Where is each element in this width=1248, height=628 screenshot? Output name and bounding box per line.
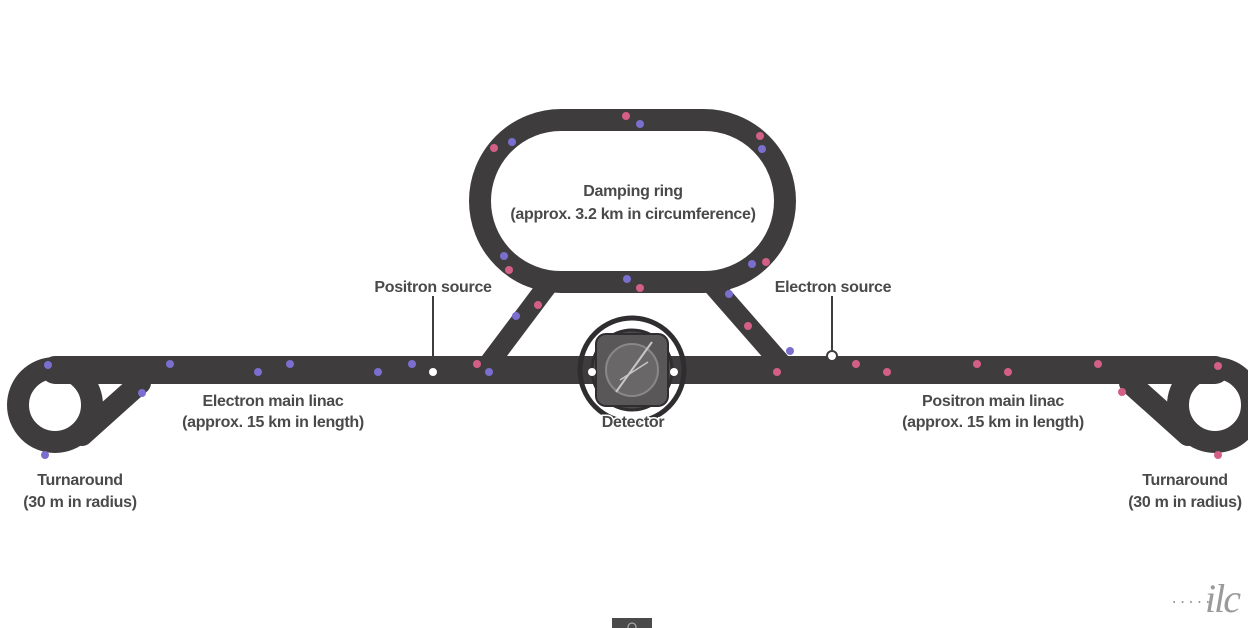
ilc-logo-icon: ..... ilc [1170, 576, 1243, 621]
turnaround-right-label: Turnaround [1142, 472, 1228, 489]
bottom-tab-icon [612, 618, 652, 628]
positron-linac-sublabel: (approx. 15 km in length) [902, 414, 1084, 431]
ring-right-leg [700, 272, 790, 372]
turnaround-left-label: Turnaround [37, 472, 123, 489]
ring-left-leg [480, 272, 560, 372]
positron-source-marker [427, 296, 439, 378]
electron-source-label: Electron source [775, 279, 892, 296]
positron-source-label: Positron source [374, 279, 492, 296]
damping-ring [469, 109, 796, 293]
electron-linac-sublabel: (approx. 15 km in length) [182, 414, 364, 431]
damping-ring-sublabel: (approx. 3.2 km in circumference) [510, 206, 755, 223]
positron-particles [473, 112, 1222, 459]
electron-particles [41, 120, 794, 459]
logo-text: ilc [1205, 576, 1241, 621]
turnaround-left-sublabel: (30 m in radius) [23, 494, 136, 511]
positron-linac-label: Positron main linac [922, 393, 1064, 410]
detector-label: Detector [602, 414, 665, 431]
left-turnaround-loop [7, 357, 151, 453]
detector-icon [577, 315, 687, 425]
logo-dots: ..... [1170, 592, 1212, 608]
damping-ring-label: Damping ring [583, 183, 683, 200]
electron-linac-label: Electron main linac [202, 393, 343, 410]
electron-source-marker [826, 296, 838, 362]
turnaround-right-sublabel: (30 m in radius) [1128, 494, 1241, 511]
